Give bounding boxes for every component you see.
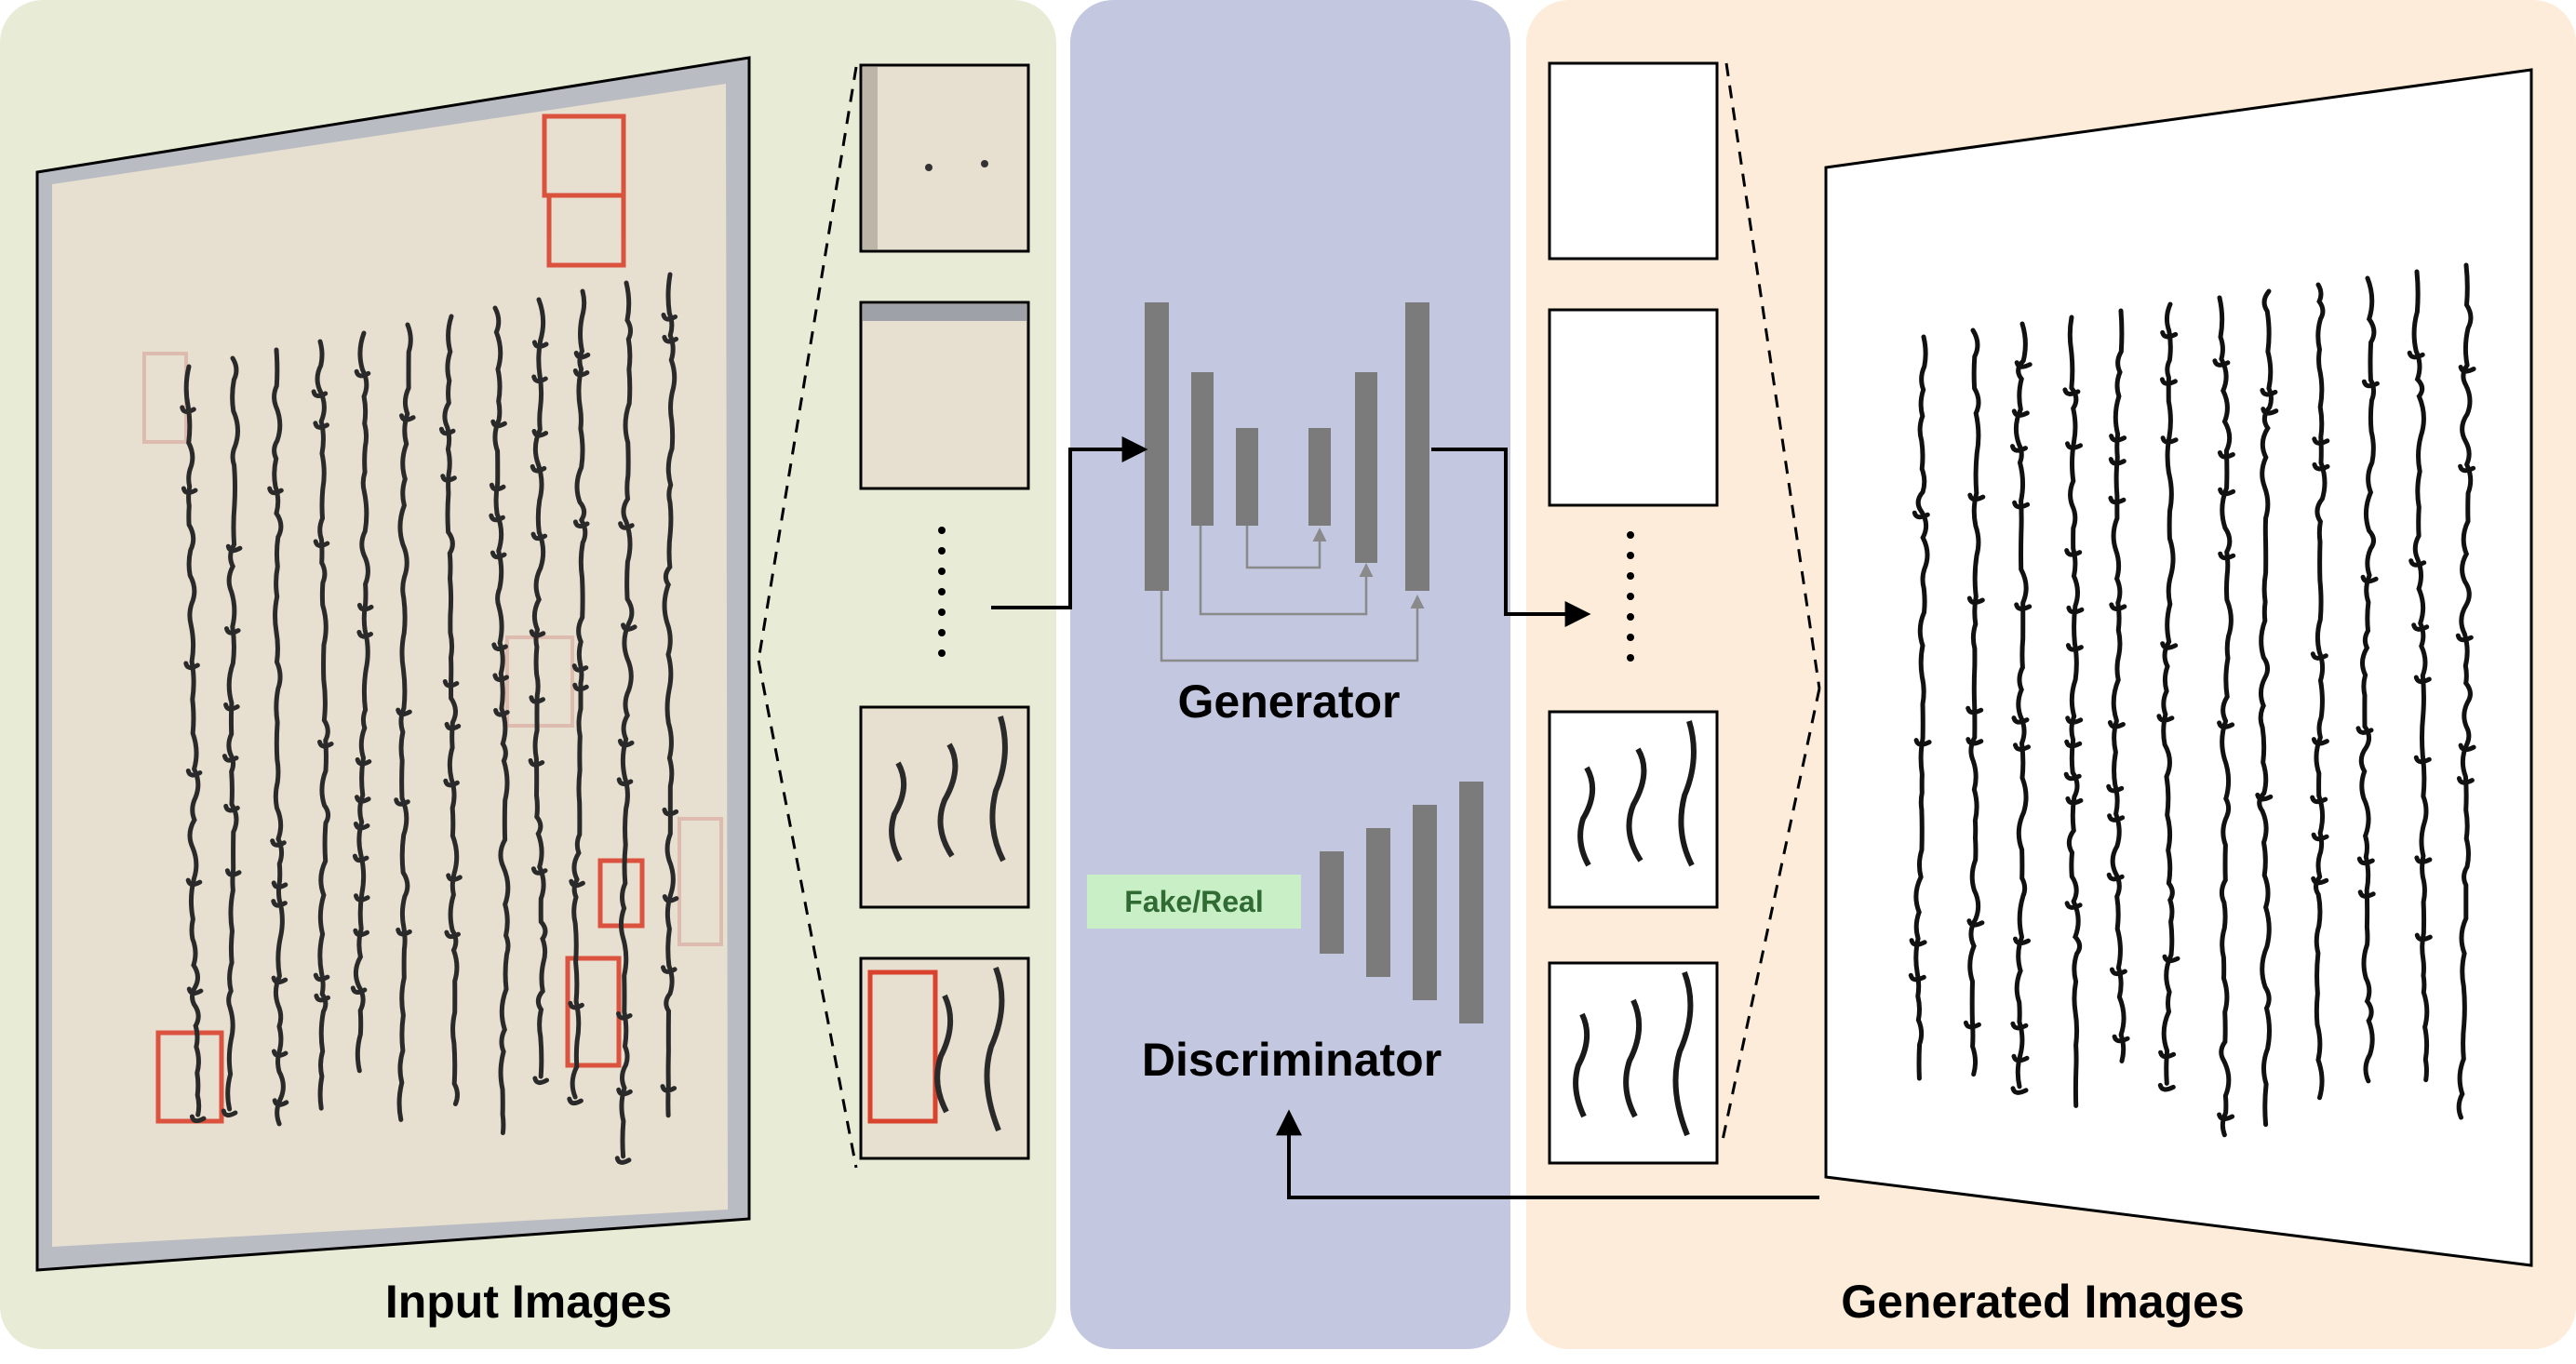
calligraphy-column	[394, 322, 416, 1122]
input-patch-2	[859, 301, 1030, 490]
calligraphy-column	[528, 297, 549, 1086]
generator-network	[1145, 302, 1429, 662]
generated-page	[1824, 68, 2533, 1267]
generated-page-calligraphy	[1908, 262, 2476, 1138]
input-zoom-lines	[757, 66, 858, 1169]
generator-label: Generator	[1177, 675, 1401, 728]
encoder-layer-2	[1191, 372, 1214, 526]
calligraphy-column	[267, 347, 289, 1127]
calligraphy-column	[2407, 269, 2433, 1083]
input-patches	[859, 63, 1030, 1160]
input-page-calligraphy	[180, 272, 679, 1165]
discriminator-network	[1320, 782, 1483, 1023]
calligraphy-column	[221, 355, 243, 1118]
calligraphy-column	[2455, 262, 2476, 1120]
output-zoom-lines	[1720, 62, 1821, 1145]
calligraphy-column	[1908, 334, 1932, 1081]
output-patch-1	[1548, 61, 1719, 261]
input-patch-4	[859, 956, 1030, 1160]
discriminator-layer-1	[1320, 851, 1344, 954]
discriminator-layer-4	[1459, 782, 1483, 1023]
generator-skip-connections	[1160, 526, 1425, 662]
encoder-layer-3	[1236, 428, 1258, 526]
input-ellipsis-dots	[938, 527, 946, 657]
calligraphy-column	[660, 272, 679, 1118]
output-ellipsis-dots	[1627, 531, 1634, 662]
input-manuscript-page	[35, 56, 751, 1272]
output-patches	[1548, 61, 1719, 1165]
discriminator-layer-2	[1366, 828, 1390, 977]
output-patch-3	[1548, 710, 1719, 909]
calligraphy-column	[350, 330, 374, 1074]
encoder-layer-1	[1145, 302, 1169, 591]
input-patch-3	[859, 705, 1030, 909]
output-patch-4	[1548, 961, 1719, 1165]
calligraphy-column	[438, 314, 463, 1106]
generator-to-output-arrow	[1431, 448, 1591, 627]
calligraphy-column	[614, 280, 637, 1165]
flow-arrows	[991, 436, 1819, 1199]
discriminator-layer-3	[1413, 805, 1437, 1000]
calligraphy-column	[2062, 314, 2085, 1108]
calligraphy-column	[2156, 301, 2180, 1092]
calligraphy-column	[489, 305, 511, 1136]
output-patch-2	[1548, 308, 1719, 507]
input-caption: Input Images	[384, 1276, 673, 1328]
calligraphy-column	[1963, 328, 1986, 1077]
input-page-seals	[155, 114, 645, 1124]
fake-real-badge: Fake/Real	[1087, 875, 1301, 929]
calligraphy-column	[180, 364, 207, 1124]
calligraphy-column	[2255, 288, 2279, 1128]
input-patch-1	[859, 63, 1030, 253]
output-caption: Generated Images	[1841, 1276, 2245, 1328]
decoder-layer-2	[1355, 372, 1377, 563]
discriminator-label: Discriminator	[1141, 1034, 1442, 1086]
calligraphy-column	[2106, 308, 2130, 1063]
output-to-discriminator-arrow	[1276, 1109, 1819, 1199]
calligraphy-column	[2212, 295, 2236, 1138]
calligraphy-column	[311, 339, 334, 1111]
calligraphy-column	[567, 288, 591, 1106]
calligraphy-column	[2010, 321, 2033, 1095]
calligraphy-column	[2355, 275, 2380, 1084]
input-to-generator-arrow	[991, 436, 1148, 609]
decoder-layer-3	[1405, 302, 1429, 591]
calligraphy-column	[2310, 282, 2330, 1101]
decoder-layer-1	[1308, 428, 1331, 526]
